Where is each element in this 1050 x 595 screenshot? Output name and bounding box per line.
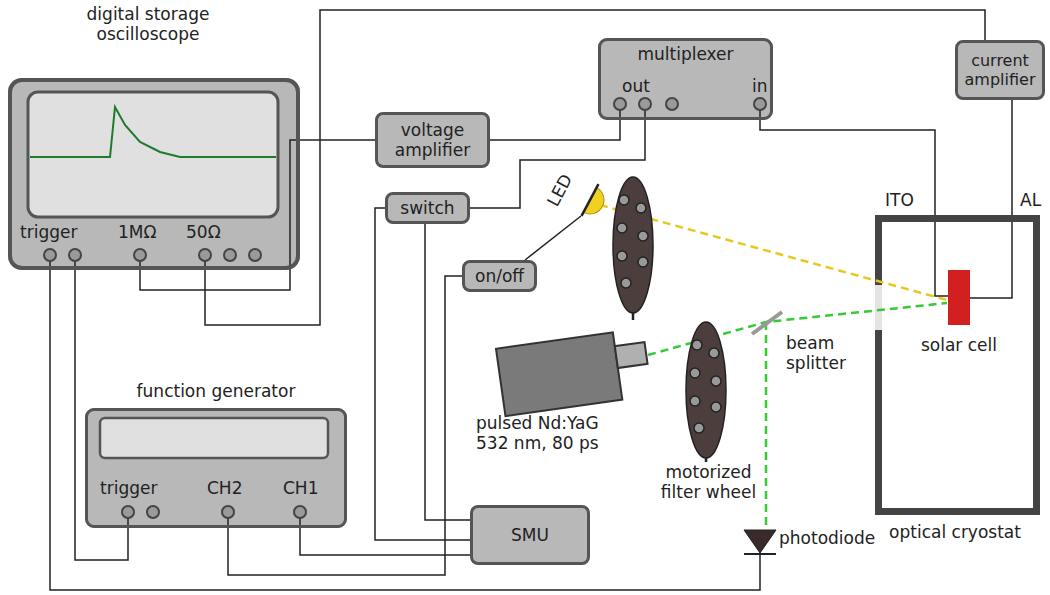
port-label: out (622, 76, 650, 96)
generator-body (85, 408, 347, 528)
node-label: on/off (462, 266, 537, 286)
oscilloscope-screen (28, 92, 278, 217)
port-stubs (75, 104, 760, 528)
multiplexer-body (598, 38, 773, 120)
component-label: photodiode (779, 528, 875, 548)
component-label: LED (543, 171, 577, 210)
amplifier-box: current amplifier (955, 40, 1045, 100)
node-label: switch (385, 198, 470, 218)
port-label: 1MΩ (118, 222, 156, 242)
switch-box: switch (385, 192, 470, 224)
component-label: beam splitter (786, 333, 871, 374)
photodiode-symbol (744, 530, 776, 554)
node-label: multiplexer (598, 44, 773, 64)
cryostat-wall (875, 215, 882, 285)
amplifier-box: voltage amplifier (375, 112, 490, 168)
node-label: ITO (885, 190, 914, 210)
cryostat-wall (875, 330, 882, 515)
laser (496, 328, 652, 416)
node-label: SMU (470, 525, 590, 545)
switch-box: on/off (462, 260, 537, 292)
led-wire (525, 216, 581, 260)
wire-connector (300, 528, 470, 555)
port-label: trigger (20, 222, 77, 242)
multiplexer-box: multiplexer out in (598, 38, 773, 120)
port-label: trigger (100, 478, 157, 498)
node-label: digital storage oscilloscope (48, 4, 248, 45)
port-label: AL (1020, 190, 1041, 210)
solar-cell: solar cell (948, 270, 970, 325)
oscilloscope: digital storage oscilloscopetrigger1MΩ50… (8, 78, 300, 270)
node-label: voltage amplifier (375, 120, 490, 161)
node-label: solar cell (899, 335, 1019, 355)
filter-wheel (613, 177, 653, 320)
component-label: pulsed Nd:YaG 532 nm, 80 ps (476, 413, 616, 454)
wire-connector (75, 270, 128, 560)
filter-wheel (686, 322, 726, 462)
port-label: in (752, 76, 768, 96)
wire-connector (205, 10, 985, 325)
node-label: function generator (85, 381, 347, 401)
port-label: CH1 (283, 478, 318, 498)
cryostat: ITOALoptical cryostatsolar cell (875, 215, 1040, 515)
node-label: current amplifier (955, 51, 1045, 89)
port-label: 50Ω (186, 222, 221, 242)
led-symbol (582, 184, 611, 222)
wire-connector (970, 100, 1012, 298)
function-generator: function generatortriggerCH2CH1 (85, 408, 347, 528)
wire-connector (490, 120, 620, 140)
oscilloscope-body (8, 78, 300, 270)
component-label: motorized filter wheel (646, 462, 771, 503)
smu-box: SMU (470, 505, 590, 565)
wire-connector (760, 120, 948, 296)
laser-beam (765, 322, 768, 528)
port-label: optical cryostat (860, 522, 1050, 542)
ports (44, 98, 766, 518)
beam-splitter (752, 312, 782, 334)
cryostat-window (875, 285, 882, 330)
generator-screen (100, 418, 328, 458)
wire-connector (375, 208, 470, 540)
signal-trace (30, 107, 276, 157)
port-label: CH2 (207, 478, 242, 498)
